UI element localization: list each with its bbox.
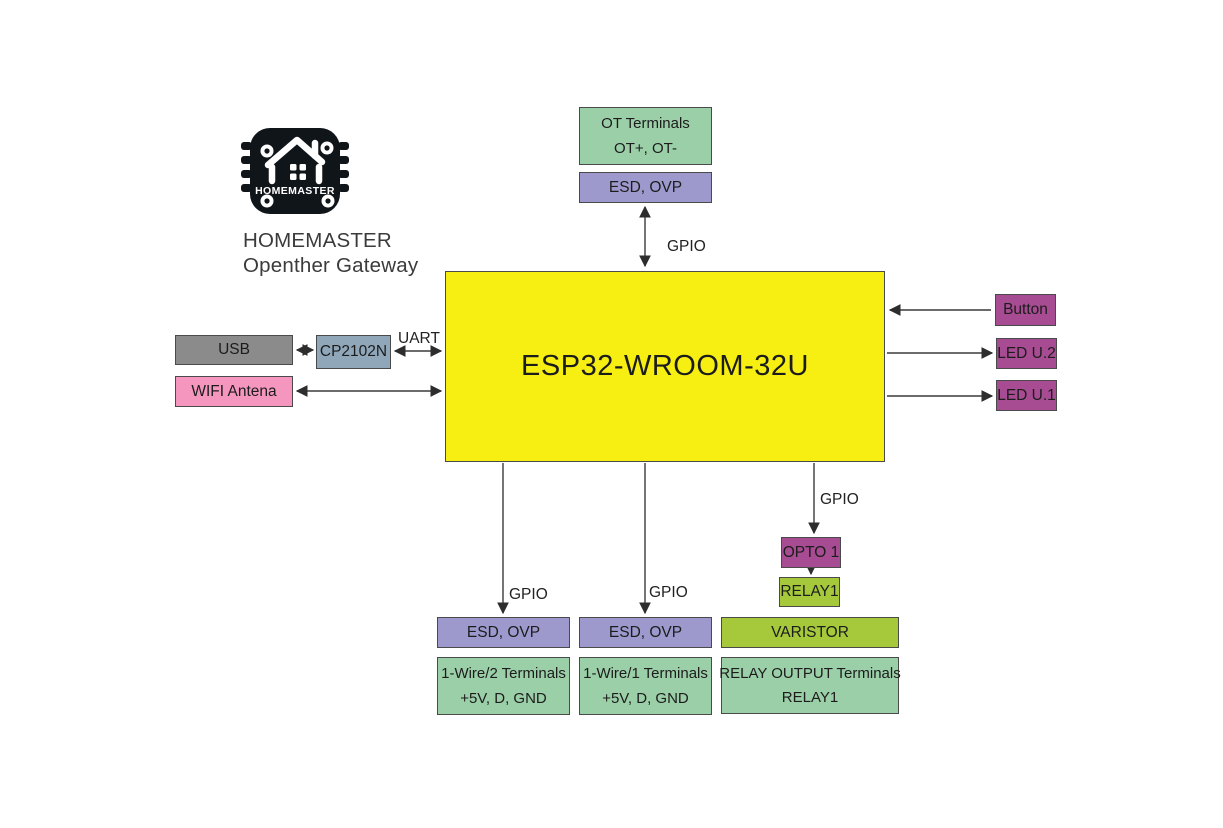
homemaster-logo: HOMEMASTER — [241, 128, 349, 214]
block-esd-ovp-left-label: ESD, OVP — [466, 623, 541, 641]
block-esd-ovp-top-label: ESD, OVP — [608, 178, 683, 196]
block-esp32-wroom-32u: ESP32-WROOM-32U — [445, 271, 885, 462]
block-button-label: Button — [1003, 301, 1048, 319]
block-button: Button — [995, 294, 1056, 326]
logo-pin — [241, 184, 252, 192]
block-led-u2: LED U.2 — [996, 338, 1057, 369]
label-gpio-top: GPIO — [667, 238, 706, 255]
logo-pin — [338, 170, 349, 178]
block-ot-terminals: OT Terminals OT+, OT- — [579, 107, 712, 165]
block-relay-output-terminals: RELAY OUTPUT Terminals RELAY1 — [719, 657, 901, 714]
block-led-u1: LED U.1 — [996, 380, 1057, 411]
label-gpio-left: GPIO — [509, 586, 548, 603]
block-1-wire-1-line1: 1-Wire/1 Terminals — [583, 665, 708, 683]
block-ot-terminals-line2: OT+, OT- — [614, 139, 677, 157]
product-title: HOMEMASTER Openther Gateway — [243, 228, 418, 278]
block-led-u2-label: LED U.2 — [997, 344, 1056, 362]
logo-wordmark: HOMEMASTER — [255, 185, 335, 197]
block-varistor-label: VARISTOR — [771, 623, 849, 641]
label-uart: UART — [398, 330, 440, 347]
logo-pin — [241, 156, 252, 164]
block-esd-ovp-mid: ESD, OVP — [579, 617, 712, 648]
product-title-line1: HOMEMASTER — [243, 229, 392, 252]
block-usb-label: USB — [218, 341, 250, 359]
block-relay1: RELAY1 — [779, 577, 840, 607]
block-wifi-antena: WIFI Antena — [175, 376, 293, 407]
block-opto1-label: OPTO 1 — [782, 543, 840, 561]
block-1-wire-2-terminals: 1-Wire/2 Terminals +5V, D, GND — [437, 657, 570, 715]
block-esd-ovp-mid-label: ESD, OVP — [608, 623, 683, 641]
block-wifi-antena-label: WIFI Antena — [191, 382, 277, 400]
block-esd-ovp-top: ESD, OVP — [579, 172, 712, 203]
block-cp2102n: CP2102N — [316, 335, 391, 369]
block-ot-terminals-line1: OT Terminals — [601, 115, 690, 133]
block-usb: USB — [175, 335, 293, 365]
block-relay1-label: RELAY1 — [780, 583, 839, 601]
label-gpio-right: GPIO — [820, 491, 859, 508]
block-1-wire-1-line2: +5V, D, GND — [602, 689, 689, 707]
house-window — [290, 164, 306, 180]
logo-pin — [241, 170, 252, 178]
block-1-wire-2-line1: 1-Wire/2 Terminals — [441, 665, 566, 683]
block-cp2102n-label: CP2102N — [319, 343, 388, 361]
block-relay-output-line1: RELAY OUTPUT Terminals — [719, 664, 901, 682]
block-relay-output-line2: RELAY1 — [781, 689, 839, 706]
logo-screws — [260, 141, 335, 208]
block-esd-ovp-left: ESD, OVP — [437, 617, 570, 648]
block-varistor: VARISTOR — [721, 617, 899, 648]
logo-pin — [338, 184, 349, 192]
block-opto1: OPTO 1 — [781, 537, 841, 568]
label-gpio-mid: GPIO — [649, 584, 688, 601]
logo-pin — [338, 142, 349, 150]
house-icon — [264, 136, 326, 185]
logo-pin — [241, 142, 252, 150]
block-1-wire-2-line2: +5V, D, GND — [460, 689, 547, 707]
logo-pin — [338, 156, 349, 164]
block-esp32-label: ESP32-WROOM-32U — [521, 349, 809, 382]
block-led-u1-label: LED U.1 — [997, 386, 1056, 404]
block-1-wire-1-terminals: 1-Wire/1 Terminals +5V, D, GND — [579, 657, 712, 715]
product-title-line2: Openther Gateway — [243, 254, 419, 277]
